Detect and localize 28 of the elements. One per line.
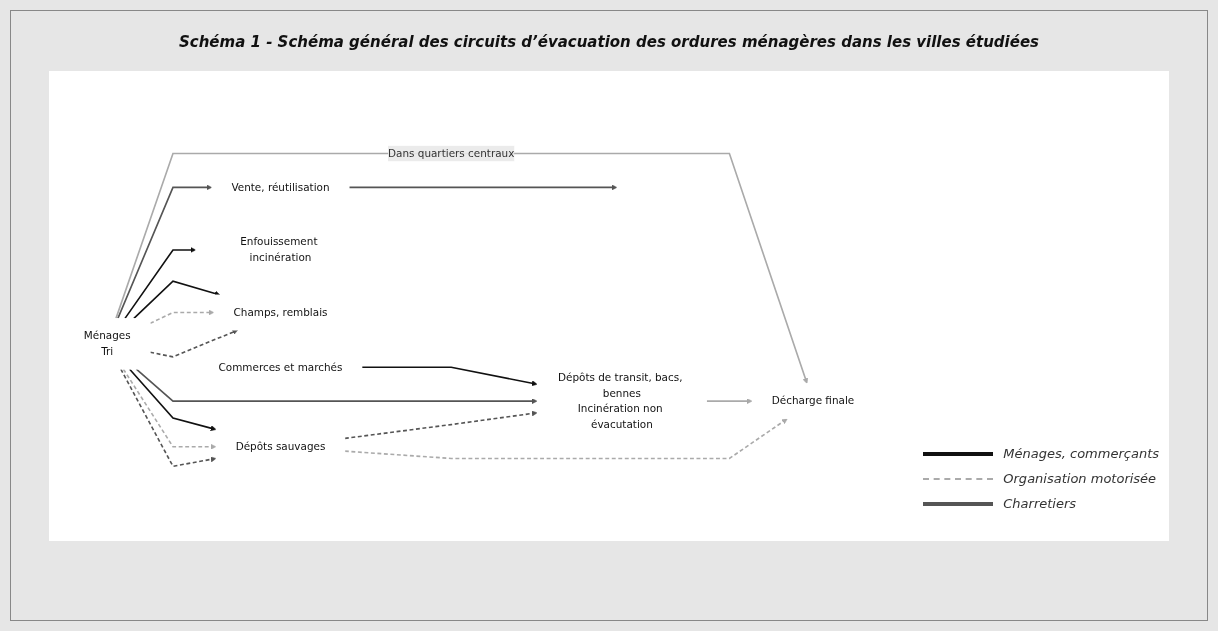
arrow xyxy=(361,366,538,387)
edge-label: Dans quartiers centraux xyxy=(387,147,515,160)
legend-label: Ménages, commerçants xyxy=(1003,446,1159,461)
node-text: Dépôts sauvages xyxy=(235,440,326,453)
arrow xyxy=(133,280,221,320)
legend-label: Organisation motorisée xyxy=(1003,471,1157,486)
node-text: Commerces et marchés xyxy=(218,360,343,374)
legend-label: Charretiers xyxy=(1003,496,1077,511)
node-text: Enfouissement incinération xyxy=(240,235,318,264)
arrow xyxy=(128,368,217,431)
arrow xyxy=(120,368,217,468)
node-text: Dépôts de transit, bacs, bennes Incinération non évacutation xyxy=(557,371,683,431)
arrow xyxy=(344,418,788,460)
arrow xyxy=(344,410,538,440)
arrow xyxy=(115,152,809,384)
arrow xyxy=(149,309,215,325)
arrow xyxy=(149,329,239,358)
node-text: Champs, remblais xyxy=(233,306,328,319)
arrow xyxy=(348,184,618,191)
arrow xyxy=(117,184,213,320)
node-text: Décharge finale xyxy=(771,394,855,407)
node-text: Vente, réutilisation xyxy=(231,180,330,194)
arrow xyxy=(124,247,197,320)
arrow xyxy=(135,368,538,404)
node-text: Ménages Tri xyxy=(83,329,131,358)
diagram-title: Schéma 1 - Schéma général des circuits d’évacuation des ordures ménagères dans les villes étudiées xyxy=(177,33,1040,51)
arrow xyxy=(122,368,217,450)
arrow xyxy=(705,398,753,404)
